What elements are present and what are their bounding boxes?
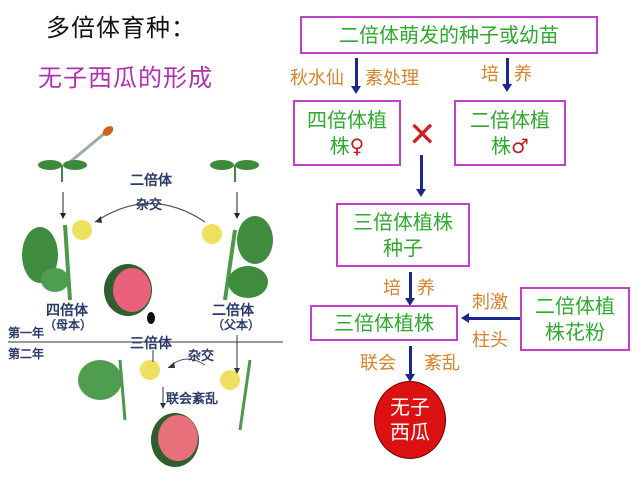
illus-hybrid-label: 杂交	[136, 198, 163, 213]
tetraploid-line1: 四倍体植	[307, 108, 387, 132]
arrow-to-triploid-seed	[416, 155, 426, 197]
tetraploid-box: 四倍体植 株♀	[293, 100, 401, 166]
pollen-line1: 二倍体植	[535, 294, 615, 318]
seedless-watermelon-result: 无子 西瓜	[374, 381, 446, 459]
diploid-plant-box: 二倍体植 株♂	[454, 100, 566, 166]
triploid-seed-line2: 种子	[383, 236, 423, 260]
stimulate-label-a: 刺激	[472, 292, 508, 313]
pollen-line2: 株花粉	[545, 320, 605, 344]
illus-triploid-label: 三倍体	[130, 336, 172, 352]
male-icon: ♂	[511, 134, 529, 158]
triploid-seed-line1: 三倍体植株	[353, 210, 453, 234]
female-icon: ♀	[349, 134, 365, 158]
illus-hybrid2-label: 杂交	[188, 349, 215, 364]
synapsis-label-b: 紊乱	[424, 353, 460, 374]
result-line1: 无子	[390, 395, 430, 419]
arrow-to-tetraploid	[351, 58, 361, 94]
arrow-to-diploid	[502, 58, 512, 92]
colchicine-label-b: 素处理	[365, 68, 419, 89]
stimulate-label-b: 柱头	[472, 330, 508, 351]
triploid-plant-text: 三倍体植株	[334, 311, 434, 335]
culture-label-b: 养	[514, 64, 532, 85]
watermelon-illustration	[8, 126, 283, 467]
colchicine-label-a: 秋水仙	[290, 68, 344, 89]
diploid-seed-text: 二倍体萌发的种子或幼苗	[339, 23, 559, 47]
illus-diploid-label: 二倍体	[130, 173, 172, 189]
culture2-label-a: 培	[383, 278, 401, 299]
diploid-seed-box: 二倍体萌发的种子或幼苗	[300, 16, 598, 54]
arrow-to-result	[405, 346, 415, 382]
synapsis-label-a: 联会	[360, 353, 396, 374]
page-title: 多倍体育种：	[46, 14, 196, 42]
diploid-line2: 株♂	[491, 134, 529, 158]
illus-diploid2-label: 二倍体	[212, 303, 254, 319]
illus-tetraploid-label: 四倍体	[46, 303, 88, 319]
diploid-pollen-box: 二倍体植 株花粉	[520, 287, 630, 351]
culture-label-a: 培	[481, 64, 499, 85]
illus-year1-label: 第一年	[8, 326, 45, 340]
arrow-pollen-to-triploid	[461, 313, 520, 323]
culture2-label-b: 养	[417, 278, 435, 299]
diploid-line1: 二倍体植	[470, 108, 550, 132]
illus-synapsis-label: 联会紊乱	[166, 392, 219, 407]
illus-year2-label: 第二年	[8, 347, 45, 361]
illus-father-label: （父本）	[212, 318, 261, 332]
page-subtitle: 无子西瓜的形成	[38, 64, 213, 92]
arrow-to-triploid-plant	[405, 272, 415, 306]
tetraploid-line2: 株♀	[329, 134, 365, 158]
cross-icon: ✕	[408, 115, 437, 155]
triploid-seed-box: 三倍体植株 种子	[336, 203, 470, 267]
illus-mother-label: （母本）	[44, 318, 93, 332]
result-line2: 西瓜	[390, 420, 430, 444]
triploid-plant-box: 三倍体植株	[310, 305, 458, 341]
